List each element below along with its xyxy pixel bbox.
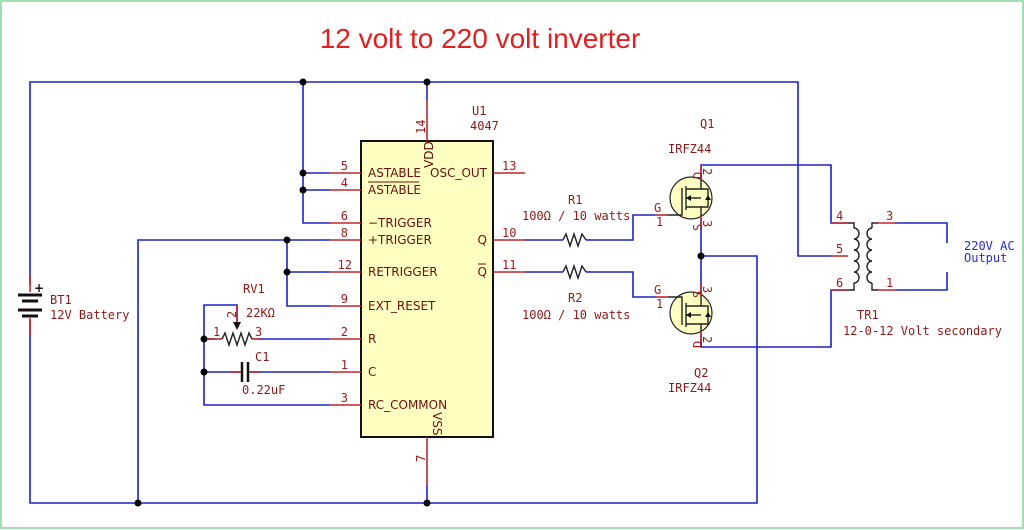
mosfet-q2: Q2 IRFZ44 G 1 D 2 S 3: [654, 283, 714, 395]
pin-name: ASTABLE: [368, 166, 421, 180]
pin-7-number: 7: [414, 455, 428, 462]
resistor-r1: R1 100Ω / 10 watts: [522, 193, 630, 249]
source-label: S: [691, 291, 705, 298]
pin-name: C: [368, 365, 376, 379]
q1-ref: Q1: [700, 117, 714, 131]
pin-number: 2: [700, 168, 714, 175]
vdd-label: VDD: [422, 141, 436, 168]
q2-ref: Q2: [694, 366, 708, 380]
c1-ref: C1: [255, 350, 269, 364]
pin-number: 5: [836, 242, 843, 256]
rv1-ref: RV1: [243, 282, 265, 296]
pin-number: 10: [502, 226, 516, 240]
output-label-line2: Output: [964, 251, 1007, 265]
ic-value: 4047: [470, 119, 499, 133]
vss-label: VSS: [430, 412, 444, 435]
pin-name: Q: [478, 265, 487, 279]
pin-name: OSC_OUT: [430, 166, 488, 180]
tr1-value: 12-0-12 Volt secondary: [843, 324, 1002, 338]
pin-name: +TRIGGER: [368, 233, 432, 247]
pin-number: 3: [700, 220, 714, 227]
gate-label: G: [654, 283, 661, 297]
schematic-title: 12 volt to 220 volt inverter: [320, 23, 641, 54]
pin-name: RETRIGGER: [368, 265, 438, 279]
pin-name: R: [368, 332, 376, 346]
pin-number: 2: [700, 336, 714, 343]
pin-number: 2: [225, 311, 239, 318]
pin-number: 3: [341, 391, 348, 405]
c1-value: 0.22uF: [242, 383, 285, 397]
r1-ref: R1: [568, 193, 582, 207]
resistor-r2: R2 100Ω / 10 watts: [522, 263, 630, 322]
pin-number: 6: [836, 276, 843, 290]
drain-label: D: [691, 172, 705, 179]
pin-name: RC_COMMON: [368, 398, 447, 412]
q2-value: IRFZ44: [668, 381, 711, 395]
tr1-ref: TR1: [857, 308, 879, 322]
mosfet-q1: Q1 IRFZ44 G 1 D 2 S 3: [654, 117, 714, 231]
pin-name: ASTABLE: [368, 183, 421, 197]
source-label: S: [691, 224, 705, 231]
pin-name: Q: [478, 233, 487, 247]
pin-14-number: 14: [414, 120, 428, 134]
output-label-line1: 220V AC: [964, 239, 1015, 253]
pin-number: 3: [886, 209, 893, 223]
pin-number: 4: [836, 209, 843, 223]
r1-value: 100Ω / 10 watts: [522, 209, 630, 223]
pin-number: 1: [341, 358, 348, 372]
pin-number: 8: [341, 226, 348, 240]
drain-label: D: [691, 341, 705, 348]
pin-number: 1: [886, 276, 893, 290]
left-pins: 5 4 6 8 12 9 2 1 3 ASTABLE ASTABLE −TRIG…: [330, 159, 447, 412]
r2-ref: R2: [568, 291, 582, 305]
ic-ref: U1: [472, 104, 486, 118]
gate-label: G: [654, 201, 661, 215]
junction-dots: [134, 78, 705, 507]
pin-number: 6: [341, 209, 348, 223]
pin-number: 4: [341, 176, 348, 190]
pin-number: 9: [341, 292, 348, 306]
pin-number: 3: [700, 286, 714, 293]
ic-u1-4047: U1 4047 14 VDD 7 VSS 5 4 6 8 12 9 2 1 3 …: [330, 100, 525, 485]
right-pins: 13 10 11 OSC_OUT Q Q: [430, 159, 525, 279]
svg-text:+: +: [34, 281, 44, 295]
pin-name: −TRIGGER: [368, 216, 432, 230]
pin-number: 1: [213, 325, 220, 339]
pin-number: 5: [341, 159, 348, 173]
pin-number: 2: [341, 325, 348, 339]
transformer-tr1: 4 5 6 3 1 TR1 12-0-12 Volt secondary: [831, 209, 1002, 338]
pin-number: 1: [656, 297, 663, 311]
battery-value: 12V Battery: [50, 308, 129, 322]
q1-value: IRFZ44: [668, 142, 711, 156]
pin-name: EXT_RESET: [368, 299, 436, 313]
pin-number: 13: [502, 159, 516, 173]
pin-number: 12: [338, 258, 352, 272]
battery-ref: BT1: [50, 293, 72, 307]
pin-number: 1: [656, 215, 663, 229]
pin-number: 11: [502, 258, 516, 272]
pin-number: 3: [255, 325, 262, 339]
potentiometer-rv1: RV1 22KΩ 1 2 3: [208, 282, 275, 348]
ac-output-label: 220V AC Output: [964, 239, 1015, 265]
r2-value: 100Ω / 10 watts: [522, 308, 630, 322]
capacitor-c1: C1 0.22uF: [230, 350, 285, 397]
rv1-value: 22KΩ: [246, 306, 275, 320]
battery-bt1: + BT1 12V Battery: [18, 275, 129, 336]
